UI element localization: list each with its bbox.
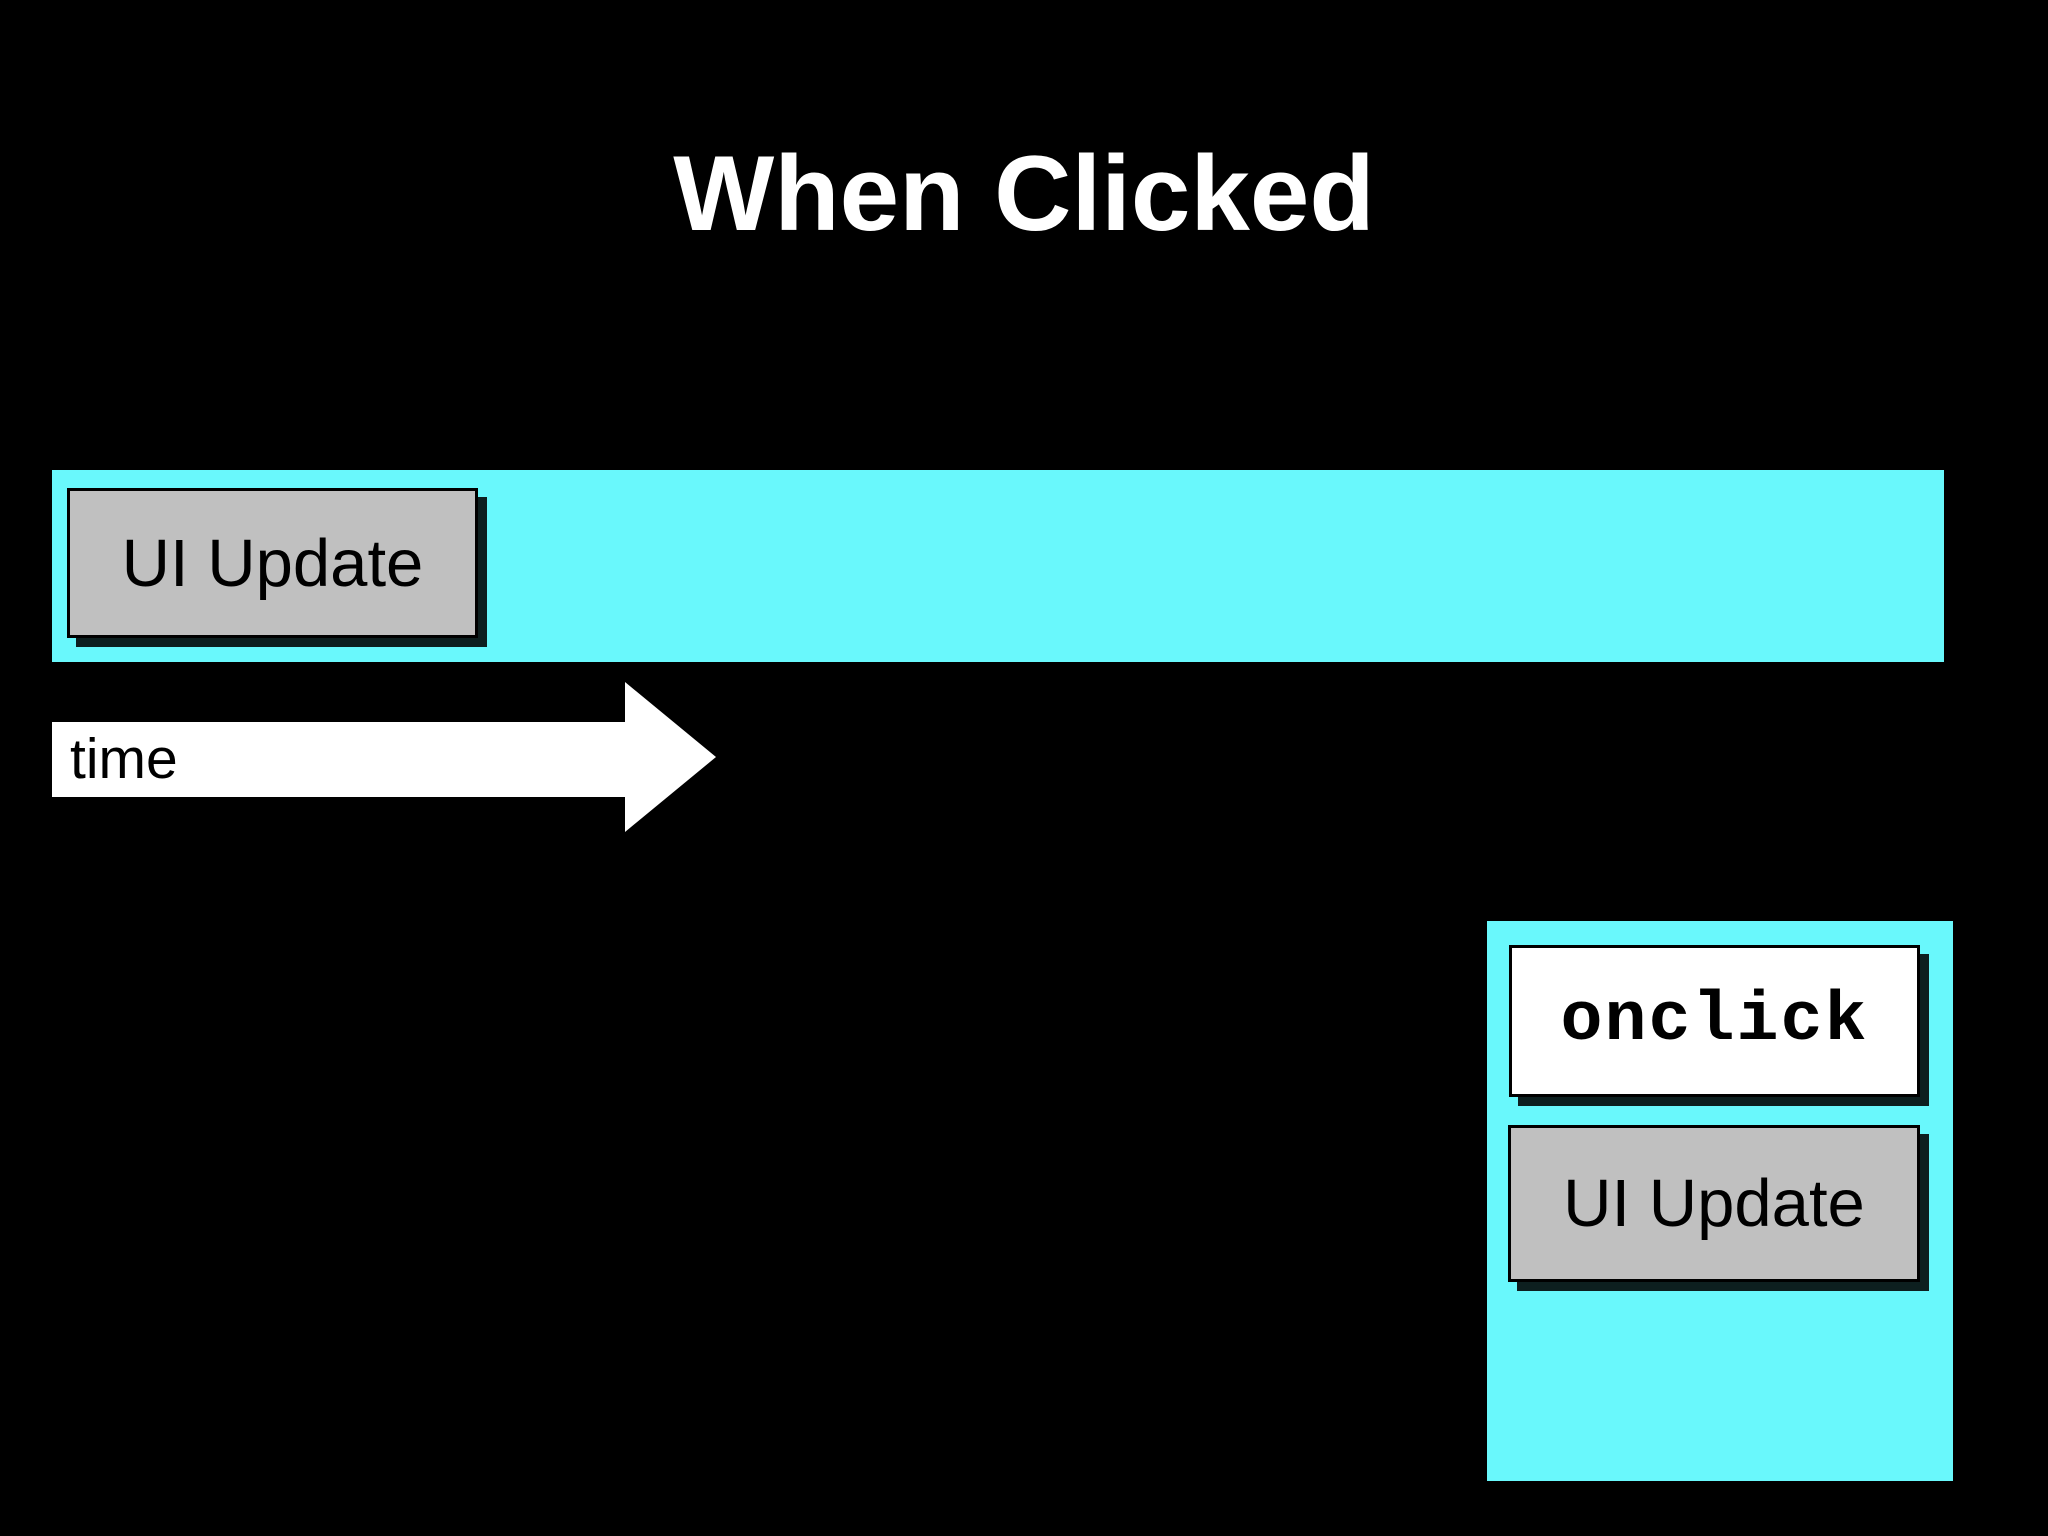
time-arrow-shaft: time [52,722,625,797]
arrow-head-icon [625,682,716,832]
main-thread-bar: UI Update [52,470,1944,662]
onclick-box: onclick [1509,945,1920,1097]
time-arrow: time [52,682,716,833]
onclick-box-label: onclick [1560,981,1869,1061]
ui-update-box-main-label: UI Update [121,525,424,601]
ui-update-box-event-label: UI Update [1563,1166,1865,1241]
event-handler-panel: onclick UI Update [1487,921,1953,1481]
time-label: time [70,727,178,791]
slide-title: When Clicked [673,133,1375,253]
ui-update-box-event: UI Update [1508,1125,1920,1282]
ui-update-box-main: UI Update [67,488,478,638]
